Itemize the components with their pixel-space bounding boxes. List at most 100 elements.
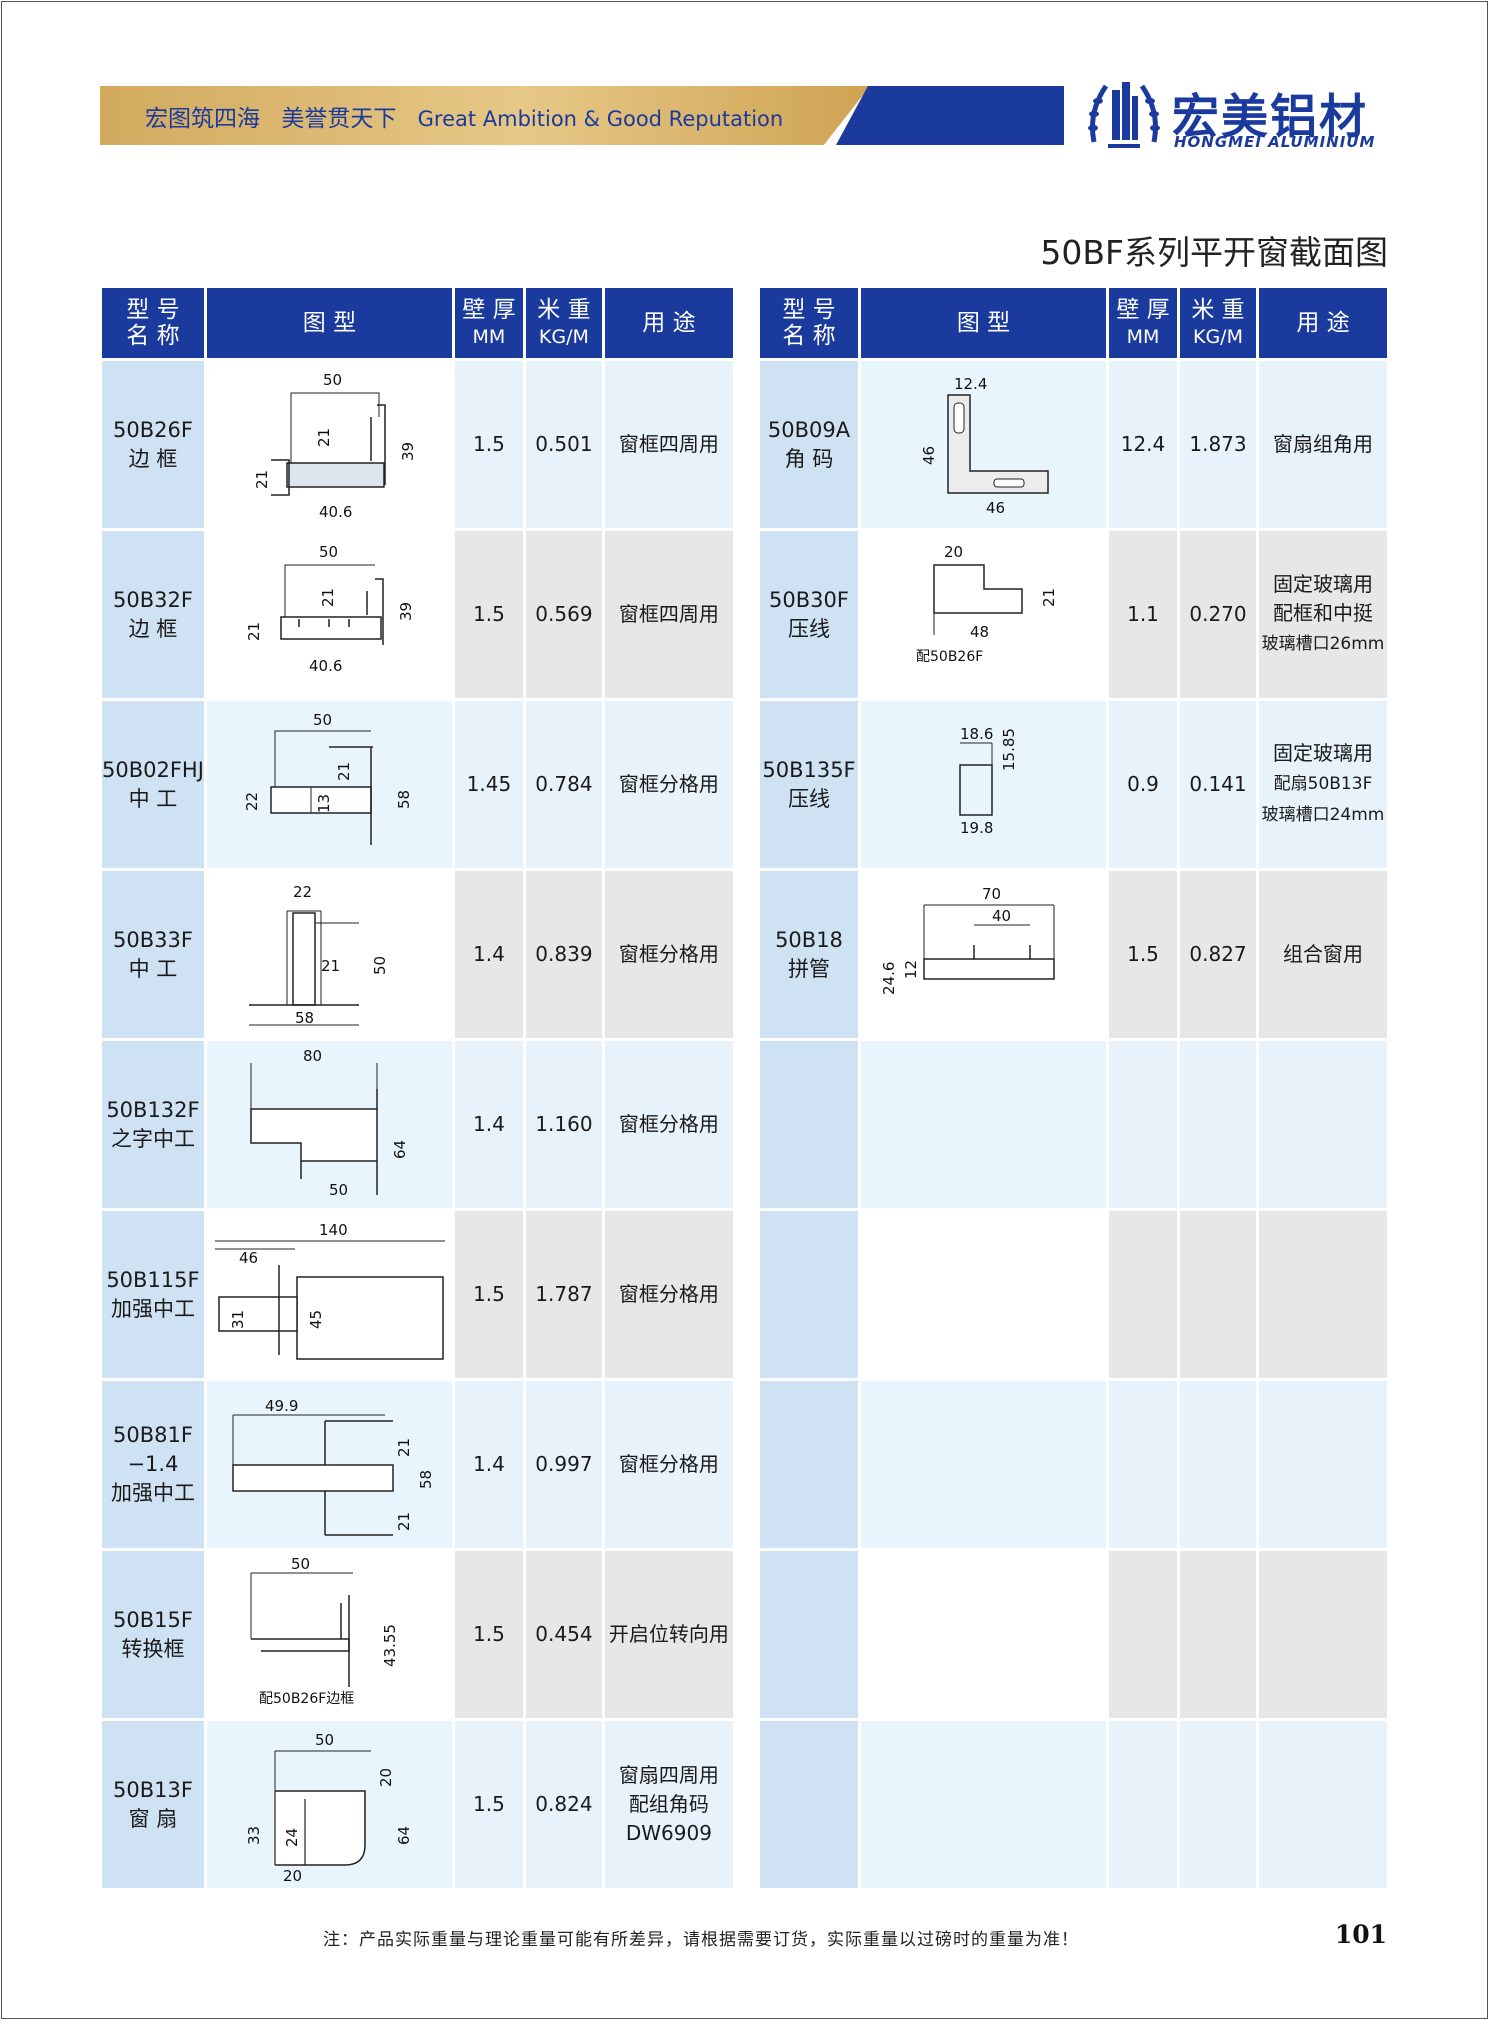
profile-drawing: 80 64 50: [206, 1041, 452, 1211]
svg-text:70: 70: [982, 885, 1001, 903]
svg-text:24.6: 24.6: [880, 961, 898, 994]
brand-name-cn: 宏美铝材: [1172, 90, 1368, 145]
wall-cell: 12.4: [1109, 361, 1177, 531]
svg-text:50: 50: [371, 955, 389, 974]
usage-cell: 窗扇组角用: [1259, 361, 1387, 531]
weight-cell: 1.160: [525, 1041, 602, 1211]
profile-drawing: 12.4 46 46: [861, 361, 1106, 531]
svg-text:50: 50: [323, 371, 342, 389]
weight-cell: 1.873: [1180, 361, 1256, 531]
header-usage: 用 途: [604, 288, 733, 361]
svg-text:19.8: 19.8: [960, 819, 993, 837]
svg-text:140: 140: [319, 1221, 348, 1239]
wall-cell: 1.1: [1109, 531, 1177, 701]
svg-text:配50B26F边框: 配50B26F边框: [259, 1691, 354, 1707]
profile-drawing: 70 40 24.6 12: [861, 871, 1106, 1041]
svg-text:31: 31: [229, 1309, 247, 1328]
weight-cell: 0.784: [525, 701, 602, 871]
table-row-empty: [760, 1041, 1387, 1211]
header-drawing: 图 型: [861, 288, 1106, 361]
wall-cell: 0.9: [1109, 701, 1177, 871]
svg-text:12: 12: [902, 959, 920, 978]
svg-text:21: 21: [1040, 587, 1058, 606]
svg-text:46: 46: [920, 445, 938, 464]
wall-cell: 1.4: [454, 871, 523, 1041]
svg-text:21: 21: [395, 1437, 413, 1456]
svg-text:24: 24: [283, 1827, 301, 1846]
usage-cell: 窗框四周用: [604, 361, 733, 531]
svg-text:40: 40: [992, 907, 1011, 925]
footnote: 注：产品实际重量与理论重量可能有所差异，请根据需要订货，实际重量以过磅时的重量为…: [323, 1930, 1079, 1950]
profile-50b18-icon: 70 40 24.6 12: [880, 885, 1055, 995]
usage-cell: 窗框分格用: [604, 1211, 733, 1381]
svg-text:50: 50: [291, 1555, 310, 1573]
usage-cell: 开启位转向用: [604, 1551, 733, 1721]
profile-drawing: 49.9 21 58 21: [206, 1381, 452, 1551]
profile-drawing: 50 21 39 21 40.6: [206, 531, 452, 701]
svg-text:46: 46: [239, 1249, 258, 1267]
usage-cell: 窗框分格用: [604, 1381, 733, 1551]
wall-cell: 1.5: [454, 531, 523, 701]
brand-logo-icon: [1088, 82, 1160, 148]
svg-text:64: 64: [395, 1825, 413, 1844]
usage-cell: 窗框分格用: [604, 1041, 733, 1211]
svg-text:18.6: 18.6: [960, 725, 993, 743]
usage-cell: 窗框分格用: [604, 701, 733, 871]
svg-text:50: 50: [329, 1181, 348, 1199]
wall-cell: 1.5: [454, 1211, 523, 1381]
svg-text:49.9: 49.9: [265, 1397, 298, 1415]
usage-cell: 组合窗用: [1259, 871, 1387, 1041]
profile-drawing: 50 21 58 22 13: [206, 701, 452, 871]
slogan-en: Great Ambition & Good Reputation: [417, 107, 784, 131]
profile-50b81f-icon: 49.9 21 58 21: [232, 1397, 435, 1536]
svg-text:21: 21: [319, 587, 337, 606]
svg-text:45: 45: [307, 1309, 325, 1328]
svg-text:21: 21: [321, 957, 340, 975]
profile-50b32f-icon: 50 21 39 21 40.6: [245, 543, 415, 675]
header-usage: 用 途: [1259, 288, 1387, 361]
svg-text:50: 50: [315, 1731, 334, 1749]
wall-cell: 1.4: [454, 1381, 523, 1551]
svg-text:46: 46: [986, 499, 1005, 517]
header-model: 型 号名 称: [760, 288, 858, 361]
slogan-banner: [100, 86, 870, 145]
slogan: 宏图筑四海 美誉贯天下 Great Ambition & Good Reputa…: [145, 99, 797, 133]
profile-50b13f-icon: 50 20 33 24 64 20: [245, 1731, 413, 1885]
svg-text:58: 58: [395, 789, 413, 808]
svg-text:39: 39: [399, 441, 417, 460]
wall-cell: 1.5: [454, 1721, 523, 1891]
profile-50b02fhj-icon: 50 21 58 22 13: [243, 711, 413, 845]
banner-accent: [836, 86, 1064, 145]
profile-drawing: 18.6 15.85 19.8: [861, 701, 1106, 871]
usage-cell: 固定玻璃用配框和中挺玻璃槽口26mm: [1259, 531, 1387, 701]
usage-cell: 窗框分格用: [604, 871, 733, 1041]
header-model: 型 号名 称: [102, 288, 204, 361]
svg-text:21: 21: [253, 469, 271, 488]
table-row-empty: [760, 1721, 1387, 1891]
profile-drawing: 50 20 33 24 64 20: [206, 1721, 452, 1891]
svg-text:21: 21: [335, 761, 353, 780]
svg-text:20: 20: [944, 543, 963, 561]
weight-cell: 0.997: [525, 1381, 602, 1551]
